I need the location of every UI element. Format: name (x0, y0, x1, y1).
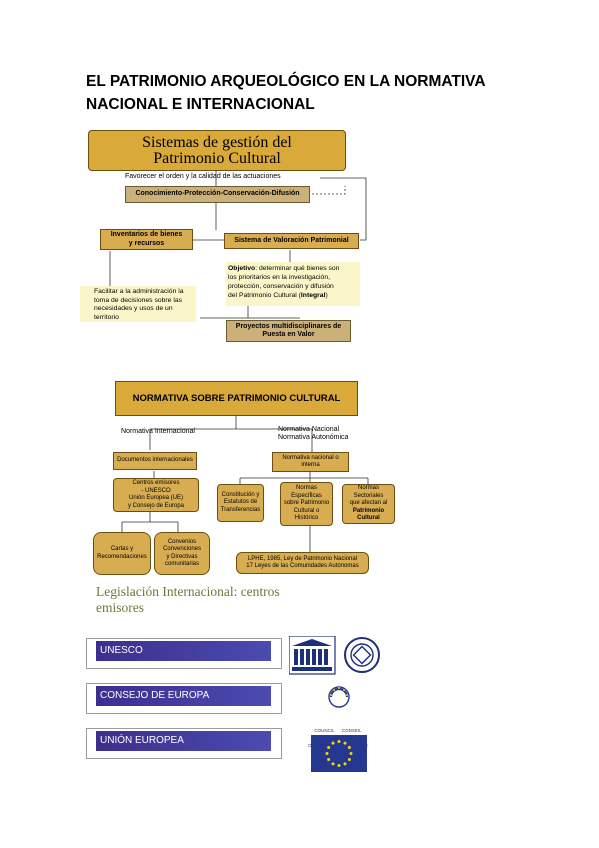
normas-sectoriales-box: Normas Sectoriales que afectan al Patrim… (342, 484, 395, 524)
eu-star-icon (347, 746, 351, 749)
objetivo-line4: del Patrimonio Cultural ( (228, 292, 301, 299)
inventarios-line2: y recursos (128, 239, 165, 247)
eu-star-icon (325, 752, 329, 755)
chain-box: Conocimiento-Protección-Conservación-Dif… (125, 186, 310, 203)
inventarios-line1: Inventarios de bienes (110, 231, 183, 238)
centros-emisores-box: Centros emisores - UNESCO Unión Europea … (113, 478, 199, 512)
eu-star-icon (327, 758, 331, 761)
eu-star-icon (337, 764, 341, 767)
lphe-box: LPHE, 1985, Ley de Patrimonio Nacional 1… (236, 552, 369, 574)
gestion-header-line2: Patrimonio Cultural (153, 149, 281, 167)
inventarios-box: Inventarios de bienes y recursos (100, 229, 193, 250)
objetivo-label: Objetivo (228, 265, 256, 272)
proyectos-line1: Proyectos multidisciplinares de (235, 322, 342, 330)
facilitar-line4: territorio (94, 313, 119, 321)
objetivo-line3: protección, conservación y difusión (228, 283, 334, 290)
eu-star-icon (343, 741, 347, 745)
normativa-header-box: NORMATIVA SOBRE PATRIMONIO CULTURAL (115, 381, 358, 416)
sistema-valoracion-box: Sistema de Valoración Patrimonial (224, 233, 359, 249)
convenios-box: Convenios Convenciones y Directivas comu… (154, 532, 210, 575)
gestion-header-box: Sistemas de gestión del Patrimonio Cultu… (88, 130, 346, 171)
objetivo-box: Objetivo: determinar qué bienes son los … (226, 262, 360, 306)
facilitar-box: Facilitar a la administración la toma de… (80, 286, 196, 322)
facilitar-line1: Facilitar a la administración la (94, 288, 184, 295)
legislacion-heading: Legislación Internacional: centros emiso… (96, 584, 280, 615)
eu-star-icon (331, 741, 335, 745)
objetivo-line2: los prioritarios en la investigación, (228, 274, 331, 281)
gestion-header-line1: Sistemas de gestión del (142, 133, 292, 151)
favorecer-label: Favorecer el orden y la calidad de las a… (125, 173, 281, 180)
consejo-europa-label: CONSEJO DE EUROPA (96, 686, 271, 706)
page-title: EL PATRIMONIO ARQUEOLÓGICO EN LA NORMATI… (86, 73, 485, 113)
objetivo-line1: : determinar qué bienes son (255, 265, 340, 272)
eu-star-icon (337, 740, 341, 743)
constitucion-box: Constitución y Estatutos de Transferenci… (217, 484, 264, 522)
council-europe-logo: COUNCIL CONSEIL OF EUROPE DE L'EUROPE (303, 683, 373, 748)
normas-especificas-box: Normas Específicas sobre Patrimonio Cult… (280, 482, 333, 526)
eu-star-icon (343, 762, 347, 766)
cartas-box: Cartas y Recomendaciones (93, 532, 151, 575)
consejo-europa-bar: CONSEJO DE EUROPA (86, 683, 282, 714)
council-europe-icon (328, 686, 350, 708)
unesco-logo-icon (289, 636, 380, 675)
objetivo-integral: Integral (300, 292, 326, 299)
proyectos-line2: Puesta en Valor (262, 331, 315, 338)
eu-flag-icon (311, 735, 367, 772)
eu-star-icon (347, 758, 351, 761)
proyectos-box: Proyectos multidisciplinares de Puesta e… (226, 320, 351, 342)
facilitar-line3: necesidades y usos de un (94, 305, 173, 312)
eu-star-icon (349, 752, 353, 755)
nacional-interna-box: Normativa nacional o interna (272, 452, 349, 472)
normativa-internacional-label: Normativa Internacional (121, 428, 195, 435)
union-europea-bar: UNIÓN EUROPEA (86, 728, 282, 759)
unesco-bar: UNESCO (86, 638, 282, 669)
eu-star-icon (331, 762, 335, 766)
facilitar-line2: toma de decisiones sobre las (94, 296, 183, 304)
unesco-label: UNESCO (96, 641, 271, 661)
eu-star-icon (327, 746, 331, 749)
union-europea-label: UNIÓN EUROPEA (96, 731, 271, 751)
normativa-autonomica-label: Normativa Autonómica (278, 434, 349, 441)
normativa-nacional-label: Normativa Nacional (278, 426, 340, 433)
documentos-box: Documentos internacionales (113, 452, 197, 470)
